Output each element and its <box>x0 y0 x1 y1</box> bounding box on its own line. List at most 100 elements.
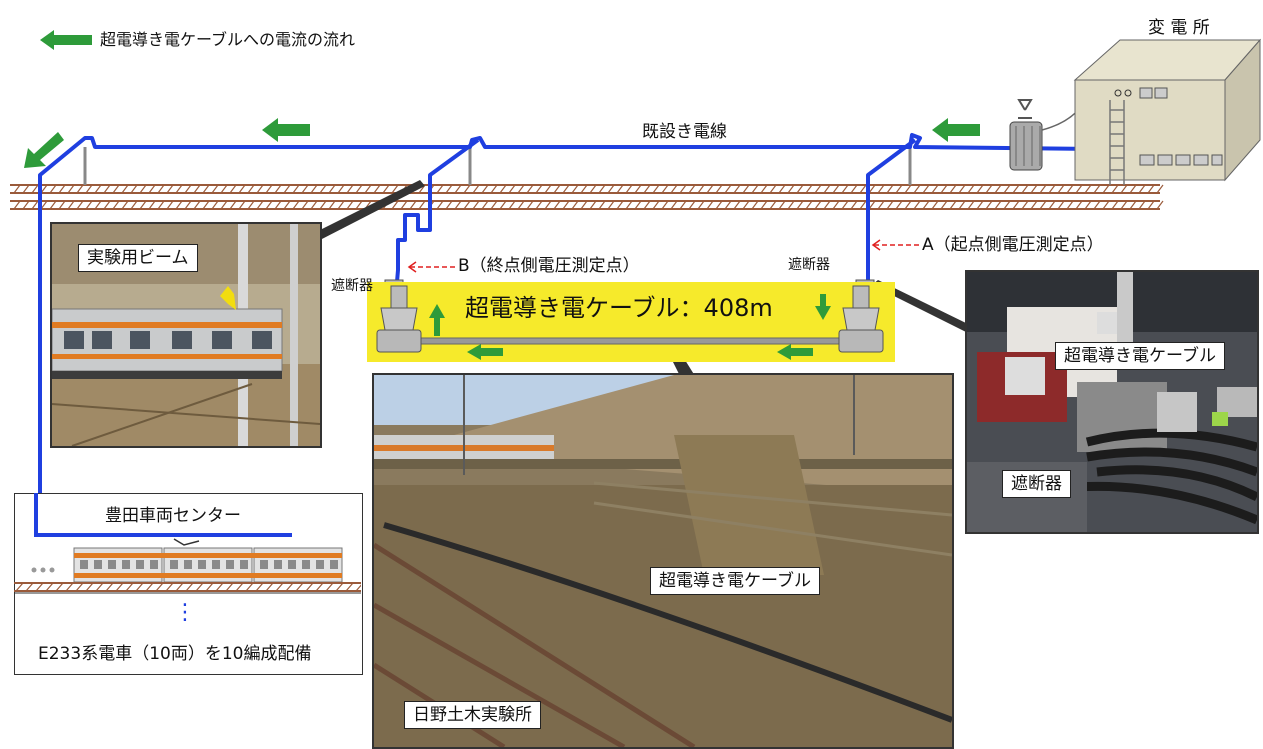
rail-tie <box>904 200 912 210</box>
rail-tie <box>364 184 372 194</box>
rail-tie <box>315 582 324 592</box>
rail-tie <box>65 582 74 592</box>
rail-tie <box>165 582 174 592</box>
rail-tie <box>1057 184 1065 194</box>
rail-tie <box>148 184 156 194</box>
measure-arrow-b-icon <box>407 261 456 273</box>
rail-tie <box>976 184 984 194</box>
rail-tie <box>1156 184 1164 194</box>
rail-tie <box>1075 184 1083 194</box>
rail-tie <box>184 184 192 194</box>
cable-banner-label: 超電導き電ケーブル：408m <box>465 294 773 322</box>
rail-tie <box>841 200 849 210</box>
rail-tie <box>589 184 597 194</box>
rail-tie <box>247 200 255 210</box>
rail-tie <box>265 184 273 194</box>
rail-tie <box>886 184 894 194</box>
rail-tie <box>135 582 144 592</box>
rail-tie <box>1003 200 1011 210</box>
rail-tie <box>1012 184 1020 194</box>
rail-tie <box>832 184 840 194</box>
photo-site-image <box>374 375 952 747</box>
rail-tie <box>661 200 669 210</box>
rail-tie <box>125 582 134 592</box>
rail-tie <box>913 184 921 194</box>
rail-tie <box>688 200 696 210</box>
rail-tie <box>751 200 759 210</box>
rail-tie <box>265 200 273 210</box>
rail-tie <box>1102 200 1110 210</box>
rail-tie <box>310 200 318 210</box>
rail-tie <box>355 200 363 210</box>
rail-tie <box>796 200 804 210</box>
rail-tie <box>355 184 363 194</box>
substation-label: 変 電 所 <box>1148 18 1210 38</box>
rail-tie <box>679 200 687 210</box>
rail-tie <box>255 582 264 592</box>
rail-tie <box>832 200 840 210</box>
rail-tie <box>292 184 300 194</box>
rail-tie <box>391 200 399 210</box>
rail-tie <box>328 184 336 194</box>
rail-tie <box>445 184 453 194</box>
rail-tie <box>256 184 264 194</box>
rail-tie <box>1120 184 1128 194</box>
rail-tie <box>310 184 318 194</box>
rail-tie <box>35 582 44 592</box>
rail-tie <box>175 200 183 210</box>
depot-more-dots: ⋮ <box>174 600 196 625</box>
rail-tie <box>625 184 633 194</box>
rail-tie <box>958 200 966 210</box>
photo-test-site: 超電導き電ケーブル 日野土木実験所 <box>372 373 954 749</box>
photo-cable-breaker: 超電導き電ケーブル 遮断器 <box>965 270 1259 534</box>
rail-tie <box>205 582 214 592</box>
rail-tie <box>598 184 606 194</box>
rail-tie <box>463 184 471 194</box>
rail-tie <box>382 184 390 194</box>
rail-tie <box>235 582 244 592</box>
rail-tie <box>319 184 327 194</box>
rail-tie <box>148 200 156 210</box>
rail-tie <box>877 184 885 194</box>
rail-tie <box>823 184 831 194</box>
rail-tie <box>130 184 138 194</box>
rail-tie <box>283 184 291 194</box>
rail-tie <box>115 582 124 592</box>
rail-tie <box>976 200 984 210</box>
rail-tie <box>760 184 768 194</box>
rail-tie <box>571 200 579 210</box>
rail-tie <box>1084 200 1092 210</box>
rail-tie <box>335 582 344 592</box>
rail-tie <box>472 200 480 210</box>
rail-tie <box>553 184 561 194</box>
rail-tie <box>940 184 948 194</box>
rail-tie <box>697 200 705 210</box>
current-arrow-icon <box>24 132 64 168</box>
rail-tie <box>337 200 345 210</box>
rail-tie <box>625 200 633 210</box>
rail-tie <box>409 200 417 210</box>
rail-tie <box>1048 200 1056 210</box>
rail-tie <box>25 582 34 592</box>
rail-tie <box>301 184 309 194</box>
rail-tie <box>155 582 164 592</box>
rail-tie <box>553 200 561 210</box>
rail-tie <box>724 184 732 194</box>
rail-tie <box>724 200 732 210</box>
rail-tie <box>769 184 777 194</box>
rail-tie <box>544 200 552 210</box>
rail-tie <box>45 582 54 592</box>
rail-tie <box>121 184 129 194</box>
rail-tie <box>499 184 507 194</box>
rail-tie <box>1156 200 1164 210</box>
rail-tie <box>652 200 660 210</box>
rail-tie <box>886 200 894 210</box>
rail-tie <box>256 200 264 210</box>
rail-tie <box>130 200 138 210</box>
photo-site-location-label: 日野土木実験所 <box>404 701 541 730</box>
rail-tie <box>238 184 246 194</box>
rail-tie <box>913 200 921 210</box>
rail-tie <box>508 184 516 194</box>
rail-tie <box>940 200 948 210</box>
rail-tie <box>1039 200 1047 210</box>
